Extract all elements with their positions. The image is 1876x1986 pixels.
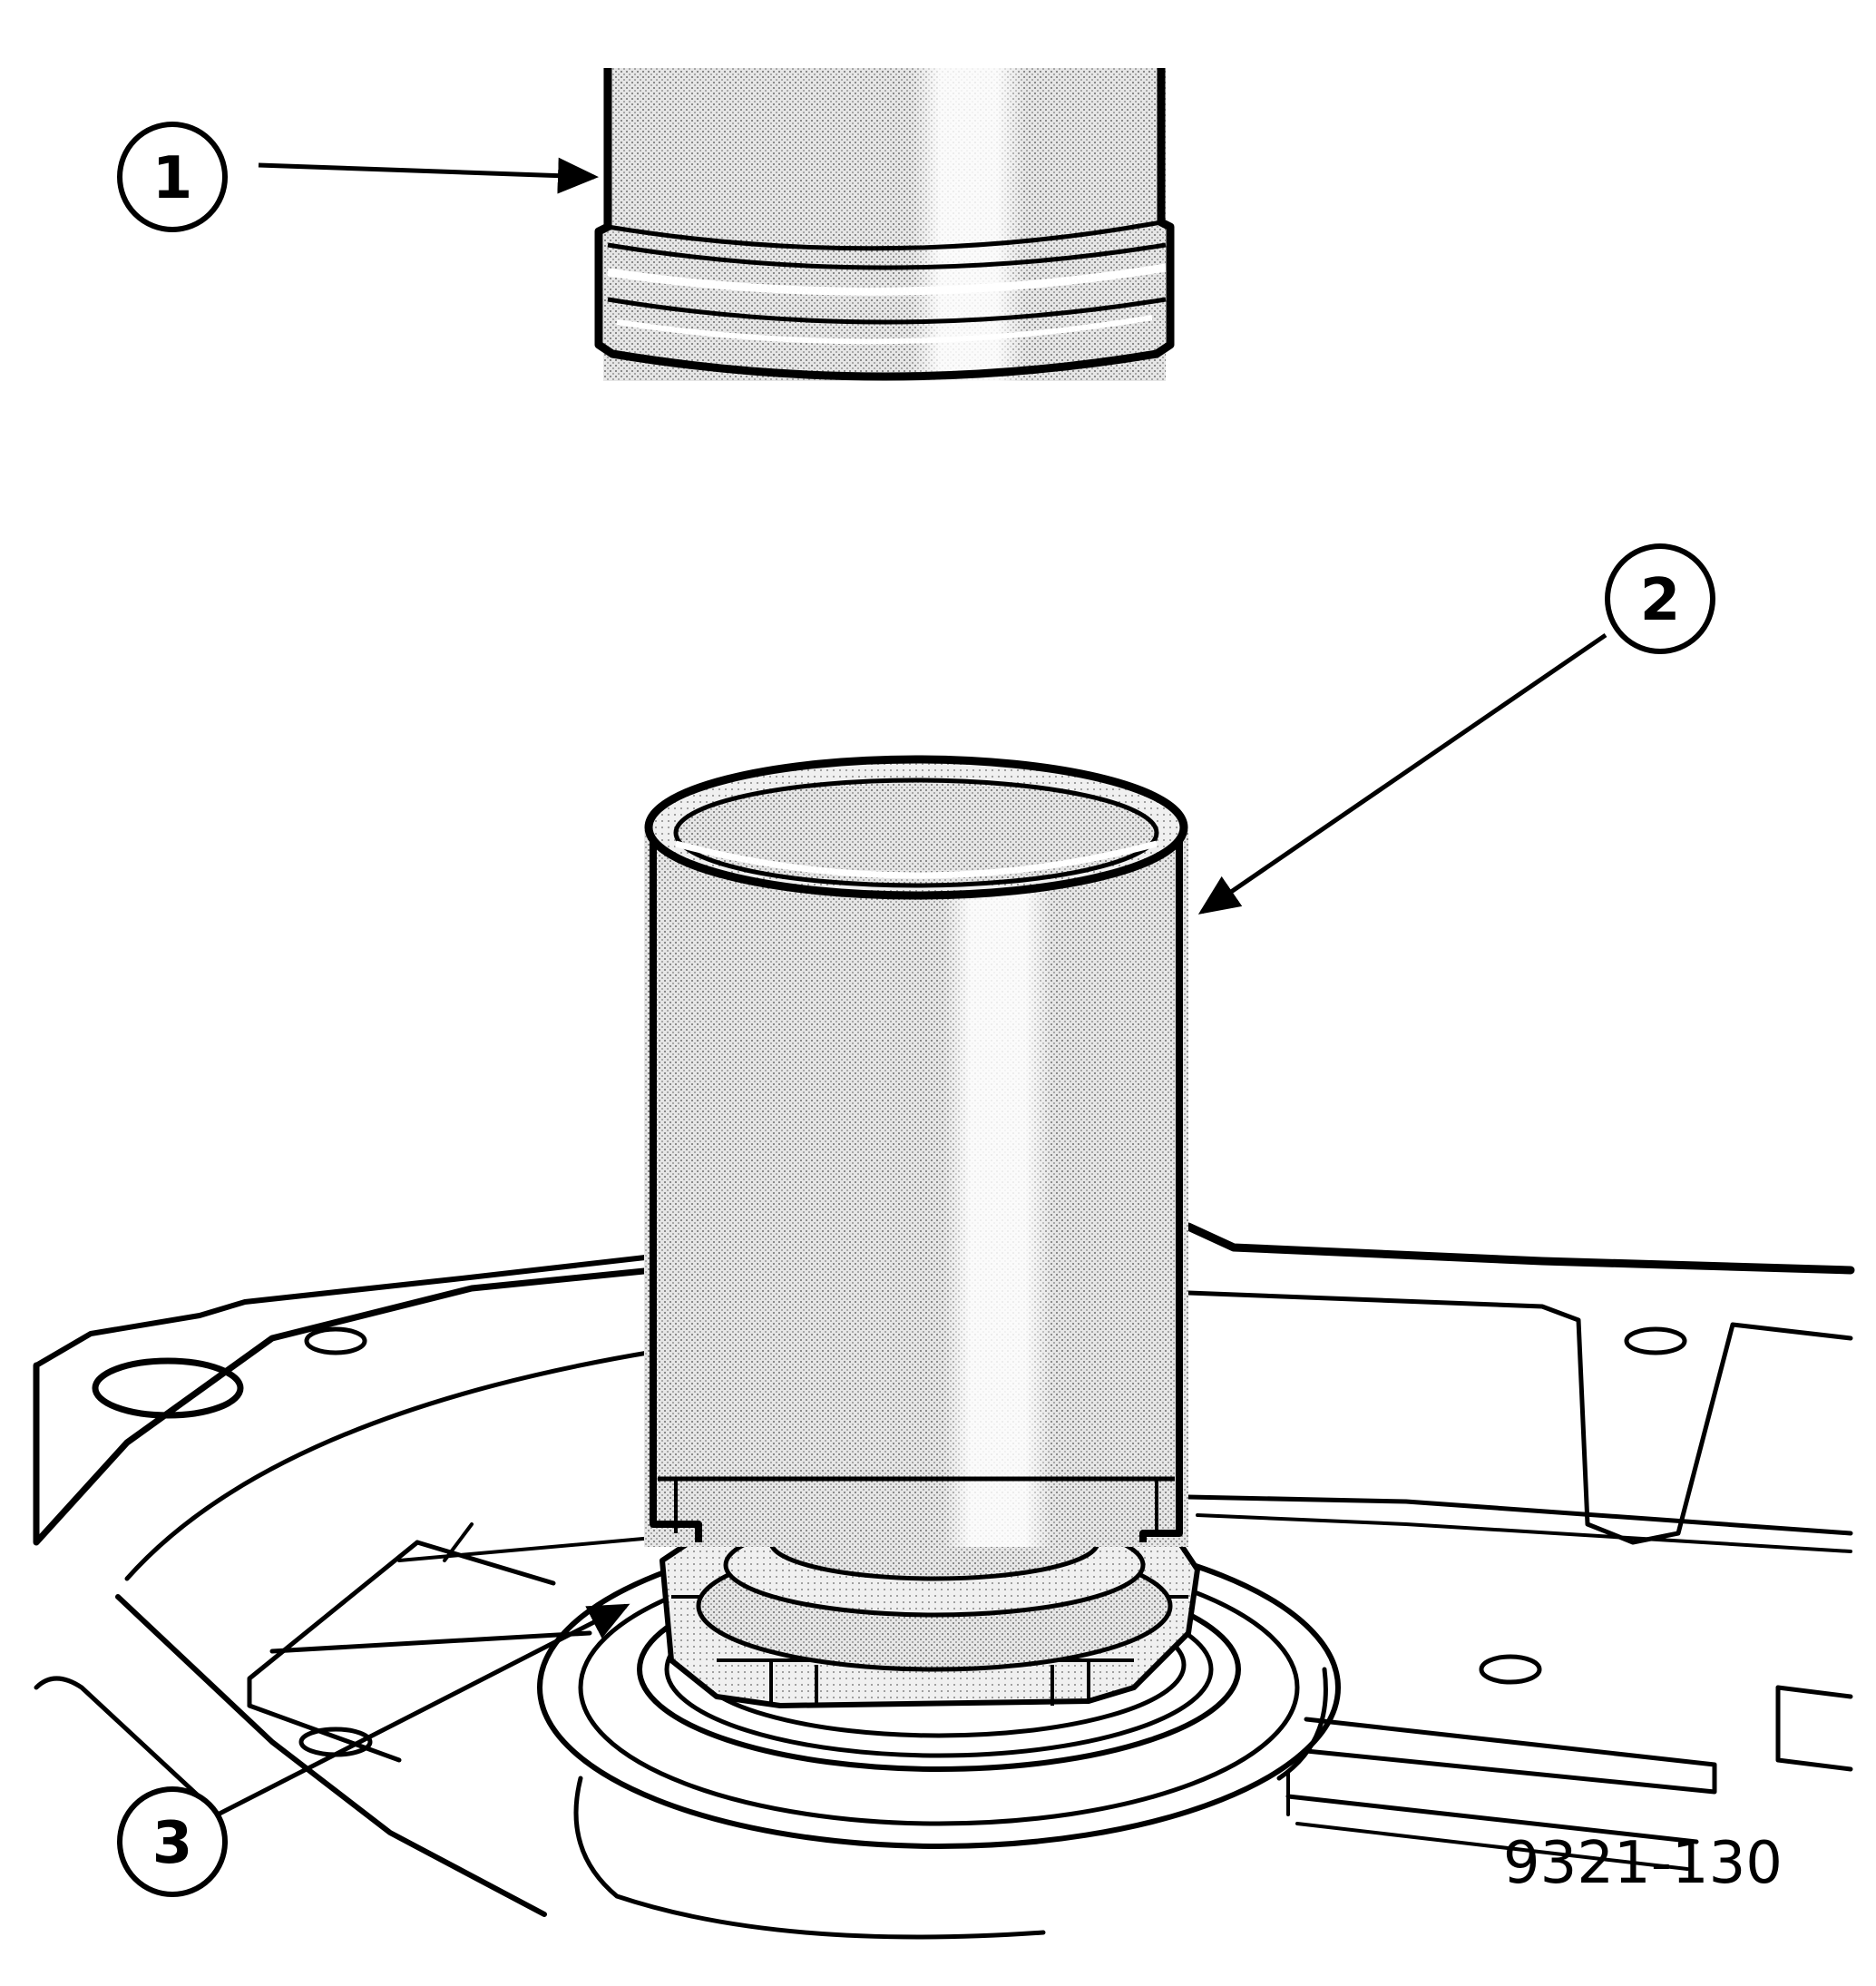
leader-line-3 bbox=[216, 1603, 630, 1817]
pinion-nut bbox=[660, 1503, 1200, 1708]
transmission-case bbox=[33, 1222, 1855, 1917]
figure-id: 9321-130 bbox=[1503, 1830, 1783, 1897]
callout-2: 2 bbox=[1605, 543, 1715, 654]
leader-line-1 bbox=[258, 157, 599, 194]
leader-line-2 bbox=[1197, 632, 1607, 915]
callout-2-label: 2 bbox=[1640, 567, 1681, 634]
callout-1: 1 bbox=[117, 122, 228, 232]
callout-3-label: 3 bbox=[152, 1810, 193, 1877]
callout-1-label: 1 bbox=[152, 145, 193, 212]
callout-3: 3 bbox=[117, 1786, 228, 1897]
seal-installer-tool bbox=[644, 755, 1188, 1547]
driver-handle bbox=[594, 68, 1175, 381]
leader-lines bbox=[216, 157, 1607, 1817]
